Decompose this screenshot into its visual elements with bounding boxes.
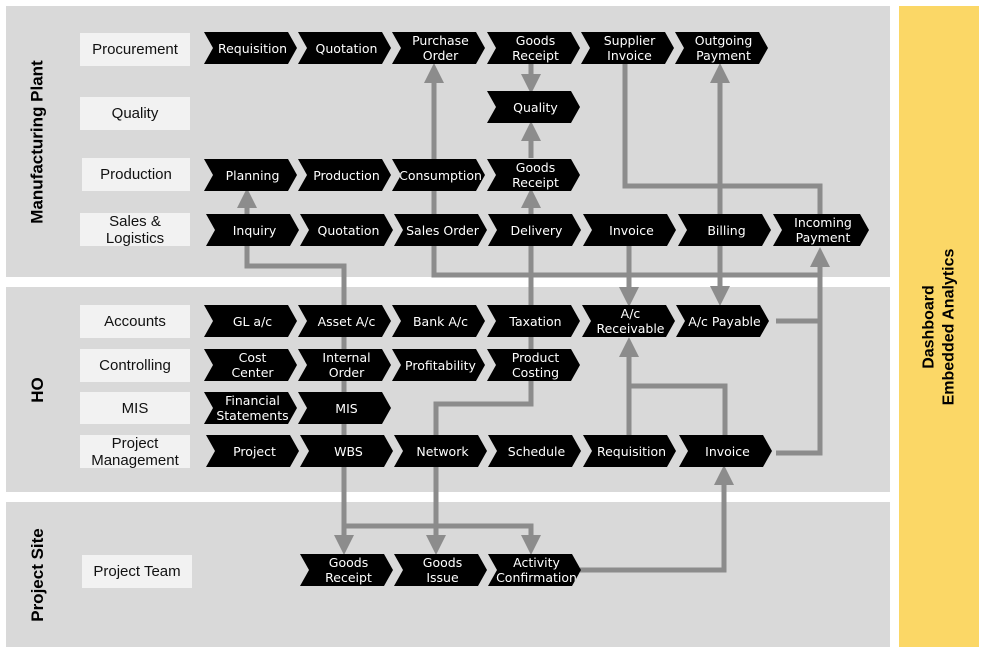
step-goods-receipt[interactable]: Goods Receipt	[487, 159, 580, 191]
step-wbs[interactable]: WBS	[300, 435, 393, 467]
connector-po	[424, 63, 820, 278]
step-invoice[interactable]: Invoice	[583, 214, 676, 246]
row-label-production: Production	[82, 158, 190, 191]
step-schedule[interactable]: Schedule	[488, 435, 581, 467]
step-requisition[interactable]: Requisition	[204, 32, 297, 64]
step-purchase-order[interactable]: Purchase Order	[392, 32, 485, 64]
step-delivery[interactable]: Delivery	[488, 214, 581, 246]
step-network[interactable]: Network	[394, 435, 487, 467]
step-mis[interactable]: MIS	[298, 392, 391, 424]
step-production[interactable]: Production	[298, 159, 391, 191]
step-financial-statements[interactable]: Financial Statements	[204, 392, 297, 424]
row-label-controlling: Controlling	[80, 349, 190, 382]
connector-wbs-activity	[344, 523, 541, 555]
connector-delivery-goods-issue	[426, 246, 534, 555]
step-product-costing[interactable]: Product Costing	[487, 349, 580, 381]
step-internal-order[interactable]: Internal Order	[298, 349, 391, 381]
connector-activity-invoice	[580, 465, 734, 573]
step-goods-issue[interactable]: Goods Issue	[394, 554, 487, 586]
row-label-sales-logistics: Sales & Logistics	[80, 213, 190, 247]
row-label-project-management: Project Management	[80, 435, 190, 469]
row-label-mis: MIS	[80, 392, 190, 424]
step-outgoing-payment[interactable]: Outgoing Payment	[675, 32, 768, 64]
step-gl-a-c[interactable]: GL a/c	[204, 305, 297, 337]
step-incoming-payment[interactable]: Incoming Payment	[773, 214, 869, 246]
step-inquiry[interactable]: Inquiry	[206, 214, 299, 246]
step-planning[interactable]: Planning	[204, 159, 297, 191]
step-a-c-receivable[interactable]: A/c Receivable	[582, 305, 675, 337]
step-supplier-invoice[interactable]: Supplier Invoice	[581, 32, 674, 64]
connector-incoming-payment	[776, 256, 820, 456]
row-label-procurement: Procurement	[80, 33, 190, 66]
step-quality[interactable]: Quality	[487, 91, 580, 123]
step-taxation[interactable]: Taxation	[487, 305, 580, 337]
step-cost-center[interactable]: Cost Center	[204, 349, 297, 381]
row-label-project-team: Project Team	[82, 555, 192, 588]
connector-ar-invoice	[629, 383, 728, 436]
step-a-c-payable[interactable]: A/c Payable	[676, 305, 769, 337]
step-invoice[interactable]: Invoice	[679, 435, 772, 467]
step-goods-receipt[interactable]: Goods Receipt	[487, 32, 580, 64]
step-profitability[interactable]: Profitability	[392, 349, 485, 381]
step-consumption[interactable]: Consumption	[392, 159, 485, 191]
step-activity-confirmation[interactable]: Activity Confirmation	[488, 554, 581, 586]
step-sales-order[interactable]: Sales Order	[394, 214, 487, 246]
step-requisition[interactable]: Requisition	[583, 435, 676, 467]
step-quotation[interactable]: Quotation	[298, 32, 391, 64]
dashboard-panel	[899, 6, 979, 647]
row-label-quality: Quality	[80, 97, 190, 130]
step-quotation[interactable]: Quotation	[300, 214, 393, 246]
step-project[interactable]: Project	[206, 435, 299, 467]
row-label-accounts: Accounts	[80, 305, 190, 338]
step-goods-receipt[interactable]: Goods Receipt	[300, 554, 393, 586]
step-bank-a-c[interactable]: Bank A/c	[392, 305, 485, 337]
step-asset-a-c[interactable]: Asset A/c	[298, 305, 391, 337]
step-billing[interactable]: Billing	[678, 214, 771, 246]
